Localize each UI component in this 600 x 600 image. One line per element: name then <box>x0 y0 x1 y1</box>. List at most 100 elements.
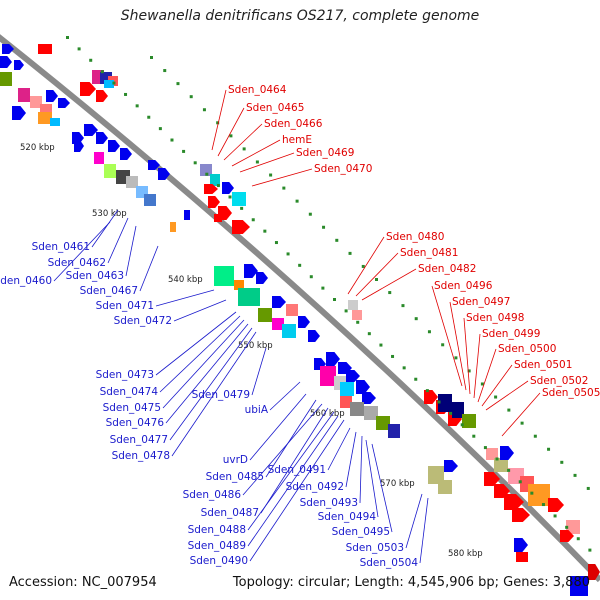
tick-dot <box>202 108 206 112</box>
gene-block <box>94 152 104 164</box>
gene-block <box>438 480 452 494</box>
leader-line <box>107 217 129 264</box>
leader-line <box>171 331 257 457</box>
gene-label: Sden_0474 <box>100 386 159 398</box>
gene-arrow <box>232 220 250 234</box>
leader-line <box>139 245 159 292</box>
gene-block <box>516 552 528 562</box>
gene-label: Sden_0465 <box>246 102 304 114</box>
leader-line <box>251 347 267 396</box>
gene-arrow <box>108 140 120 152</box>
gene-block <box>144 194 156 206</box>
gene-label: hemE <box>282 134 312 146</box>
kbp-marker: 580 kbp <box>448 549 483 559</box>
gene-block <box>566 520 580 534</box>
tick-dot <box>322 225 326 229</box>
tick-dot <box>193 161 197 165</box>
gene-label: Sden_0501 <box>514 359 572 371</box>
gene-arrow <box>84 124 98 136</box>
gene-label: Sden_0476 <box>106 417 165 429</box>
leader-line <box>242 403 323 496</box>
tick-dot <box>520 421 524 425</box>
leader-line <box>53 221 111 282</box>
tick-dot <box>282 186 286 190</box>
tick-dot <box>533 434 537 438</box>
gene-arrow <box>444 460 458 472</box>
tick-dot <box>507 468 511 472</box>
tick-dot <box>518 480 522 484</box>
gene-arrow <box>326 352 340 366</box>
gene-block <box>462 414 476 428</box>
tick-dot <box>480 382 484 386</box>
gene-label: Sden_0490 <box>190 555 248 567</box>
leader-line <box>91 209 119 248</box>
gene-label: Sden_0461 <box>32 241 90 253</box>
gene-block <box>50 118 60 126</box>
tick-dot <box>189 95 193 99</box>
leader-line <box>473 333 481 399</box>
gene-block <box>30 96 42 108</box>
gene-label: uvrD <box>223 454 248 466</box>
tick-dot <box>401 304 405 308</box>
gene-label: Sden_0481 <box>400 247 458 259</box>
leader-line <box>371 443 393 533</box>
tick-dot <box>495 457 499 461</box>
tick-dot <box>274 241 278 245</box>
gene-arrow <box>148 160 160 170</box>
gene-block <box>272 318 284 330</box>
gene-block <box>486 448 498 460</box>
gene-block <box>494 458 508 472</box>
gene-block <box>232 192 246 206</box>
tick-dot <box>414 317 418 321</box>
tick-dot <box>242 147 246 151</box>
leader-line <box>217 107 245 157</box>
gene-arrow <box>12 106 26 120</box>
gene-block <box>452 402 464 418</box>
tick-dot <box>437 400 441 404</box>
tick-dot <box>263 229 267 233</box>
gene-arrow <box>204 184 218 194</box>
gene-block <box>528 484 550 506</box>
tick-dot <box>379 343 383 347</box>
gene-block <box>438 394 452 412</box>
tick-dot <box>367 332 371 336</box>
tick-dot <box>361 264 365 268</box>
leader-line <box>159 315 241 393</box>
gene-label: Sden_0492 <box>286 481 344 493</box>
gene-label: Sden_0470 <box>314 163 372 175</box>
leader-line <box>345 431 357 488</box>
gene-block <box>348 300 358 310</box>
gene-label: ubiA <box>245 404 269 416</box>
leader-line <box>265 399 317 478</box>
genome-summary-text: Topology: circular; Length: 4,545,906 bp… <box>232 575 590 590</box>
gene-label: Sden_0466 <box>264 118 323 130</box>
gene-arrow <box>514 538 528 552</box>
leader-line <box>327 427 351 471</box>
gene-arrow <box>356 380 370 394</box>
gene-label: Sden_0488 <box>188 524 246 536</box>
gene-block <box>104 80 114 88</box>
leader-line <box>501 392 541 437</box>
gene-label: Sden_0475 <box>103 402 161 414</box>
gene-block <box>18 88 30 102</box>
tick-dot <box>425 389 429 393</box>
gene-arrow <box>158 168 170 180</box>
tick-dot <box>158 127 162 131</box>
gene-label: Sden_0498 <box>466 312 524 324</box>
tick-dot <box>472 434 476 438</box>
gene-block <box>352 310 362 320</box>
gene-arrow <box>424 390 438 404</box>
gene-labels: Sden_0464Sden_0465Sden_0466hemESden_0469… <box>0 84 600 569</box>
tick-dot <box>229 134 233 138</box>
tick-dot <box>494 395 498 399</box>
tick-dot <box>454 356 458 360</box>
tick-dot <box>216 184 220 188</box>
gene-label: Sden_0504 <box>360 557 419 569</box>
gene-block <box>258 308 272 322</box>
tick-dot <box>251 218 255 222</box>
gene-block <box>0 72 12 86</box>
gene-block <box>104 164 116 178</box>
tick-dot <box>553 514 557 518</box>
